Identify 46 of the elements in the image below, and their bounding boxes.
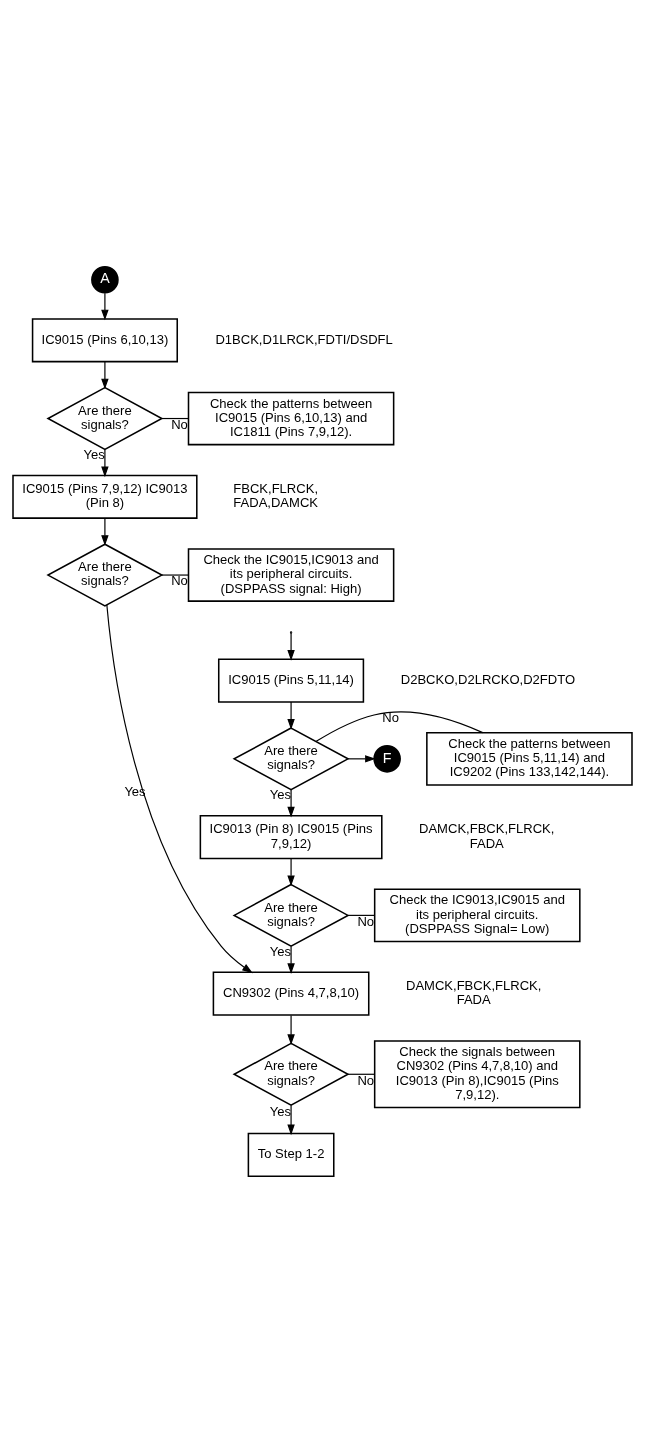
arrow [287,857,295,886]
edge-label: No [171,572,188,588]
node-label: DAMCK,FBCK,FLRCK, FADA [419,820,555,851]
node-label: D1BCK,D1LRCK,FDTI/DSDFL [215,331,393,347]
arrow [287,1104,295,1135]
arrow [101,517,109,546]
edge-label: No [171,416,188,432]
connector [347,914,375,916]
node-box: IC9015 (Pins 6,10,13) [31,317,178,362]
connector [161,417,189,419]
node-label: FBCK,FLRCK, FADA,DAMCK [233,480,319,510]
node-box: IC9013 (Pin 8) IC9015 (Pins 7,9,12) [199,814,383,859]
node-label: DAMCK,FBCK,FLRCK, FADA [405,977,542,1007]
node-box: Check the patterns between IC9015 (Pins 5,11,14) and IC9202 (Pins 133,142,144). [426,731,633,786]
node-box: IC9015 (Pins 5,11,14) [217,658,365,703]
connector [347,1073,375,1075]
arrow [101,292,109,320]
node-diamond: Are there signals? [46,386,164,450]
arrow [287,1014,295,1045]
edge-label: No [382,709,399,725]
node-diamond: Are there signals? [232,883,350,947]
node-diamond: Are there signals? [232,1042,350,1106]
node-box: IC9015 (Pins 7,9,12) IC9013 (Pin 8) [12,474,198,519]
node-box: CN9302 (Pins 4,7,8,10) [212,971,370,1016]
node-box: Check the patterns between IC9015 (Pins 6,10,13) and IC1811 (Pins 7,9,12). [187,391,395,445]
edge-label: No [357,913,375,929]
arrow [287,788,295,817]
arrow [347,754,376,763]
node-circle: A [91,265,119,294]
node-diamond: Are there signals? [232,726,350,791]
connector [315,710,484,742]
edge-label: Yes [269,1103,292,1119]
arrow [101,360,109,389]
arrow [101,448,109,477]
node-box: Check the IC9015,IC9013 and its peripheral circuits. (DSPPASS signal: High) [187,547,395,602]
edge-label: No [357,1072,375,1088]
node-box: Check the IC9013,IC9015 and its peripheral circuits. (DSPPASS Signal= Low) [373,888,581,942]
node-label: D2BCKO,D2LRCKO,D2FDTO [400,671,576,687]
arrow [106,603,253,973]
node-box: To Step 1-2 [247,1132,335,1177]
node-box: Check the signals between CN9302 (Pins 4,7,8,10) and IC9013 (Pin 8),IC9015 (Pins 7,9,12). [373,1039,581,1108]
connector [161,573,189,576]
node-diamond: Are there signals? [46,542,164,607]
arrow [287,701,295,730]
node-circle: F [373,744,401,773]
arrow [287,945,295,974]
